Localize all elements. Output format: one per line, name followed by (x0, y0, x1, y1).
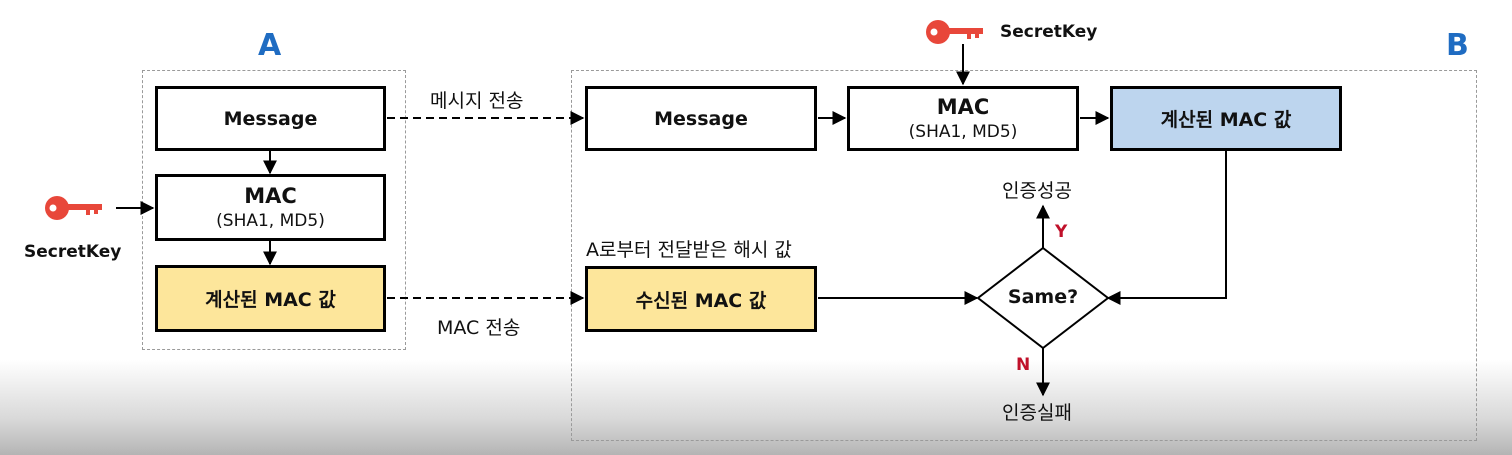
arrow-computed-to-decision (1106, 151, 1227, 305)
yes-label: Y (1055, 222, 1068, 242)
received-mac-box: 수신된 MAC 값 (585, 266, 817, 332)
receiver-computed-mac-box: 계산된 MAC 값 (1110, 86, 1342, 151)
sender-secret-key-label: SecretKey (24, 242, 122, 262)
failure-label: 인증실패 (1002, 402, 1072, 424)
section-b-label: B (1446, 28, 1469, 63)
receiver-region (571, 70, 1477, 441)
receiver-secret-key-label: SecretKey (1000, 22, 1098, 42)
receiver-mac-label: MAC (936, 95, 990, 119)
mac-transfer-caption: MAC 전송 (437, 317, 521, 339)
receiver-mac-algorithms: (SHA1, MD5) (908, 122, 1018, 142)
decision-label: Same? (1007, 286, 1079, 308)
success-label: 인증성공 (1002, 180, 1072, 202)
sender-computed-mac-label: 계산된 MAC 값 (205, 289, 336, 311)
sender-computed-mac-box: 계산된 MAC 값 (155, 265, 386, 332)
sender-mac-box: MAC (SHA1, MD5) (155, 174, 386, 241)
sender-message-label: Message (223, 107, 318, 130)
sender-message-box: Message (155, 86, 386, 151)
received-mac-label: 수신된 MAC 값 (635, 289, 767, 312)
sender-mac-label: MAC (244, 184, 297, 208)
sender-mac-algorithms: (SHA1, MD5) (216, 211, 325, 231)
key-icon (44, 194, 104, 222)
message-transfer-caption: 메시지 전송 (430, 90, 524, 112)
no-label: N (1016, 355, 1031, 375)
receiver-mac-box: MAC (SHA1, MD5) (847, 86, 1079, 151)
receiver-message-label: Message (654, 107, 748, 130)
section-a-label: A (258, 28, 282, 63)
received-hash-caption: A로부터 전달받은 해시 값 (586, 239, 792, 261)
receiver-message-box: Message (585, 86, 817, 151)
receiver-computed-mac-label: 계산된 MAC 값 (1160, 109, 1292, 131)
key-icon (925, 18, 985, 46)
